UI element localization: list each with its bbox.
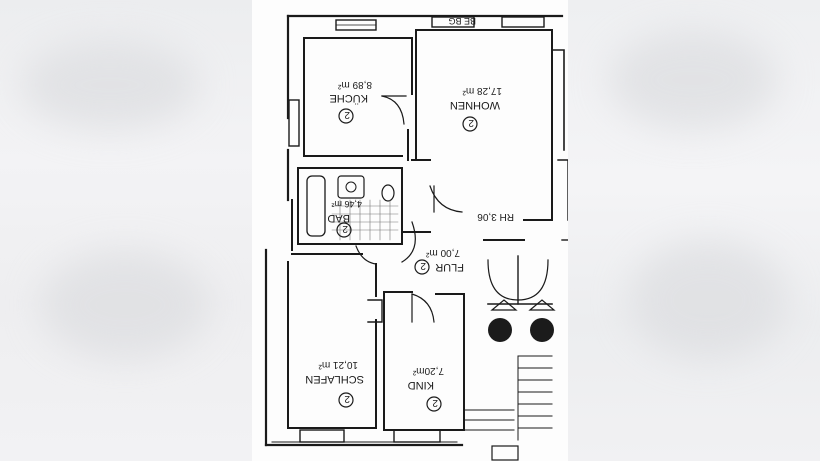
room-number-wohnen: 2: [468, 117, 474, 128]
floor-plan-drawing: WOHNEN 17,28 m² 2 KÜCHE 8,89 m² 2 BAD 4,…: [264, 14, 568, 461]
room-kind: KIND 7,20m² 2: [408, 365, 444, 412]
room-name-kind: KIND: [408, 379, 434, 391]
be-bg-label: BE BG: [448, 16, 476, 26]
room-number-kueche: 2: [344, 109, 350, 120]
room-area-bad: 4,46 m²: [331, 199, 362, 209]
room-flur: FLUR 7,00 m² 2: [414, 247, 464, 275]
room-number-schlafen: 2: [344, 393, 350, 404]
room-area-wohnen: 17,28 m²: [462, 85, 502, 96]
room-number-flur: 2: [420, 260, 426, 271]
room-area-flur: 7,00 m²: [425, 247, 460, 258]
room-name-flur: FLUR: [435, 261, 464, 273]
right-blur-background: [568, 0, 820, 461]
room-wohnen: WOHNEN 17,28 m² 2: [450, 85, 502, 132]
room-kueche: KÜCHE 8,89 m² 2: [329, 79, 372, 124]
room-schlafen: SCHLAFEN 10,21 m² 2: [305, 359, 364, 408]
floor-plan: WOHNEN 17,28 m² 2 KÜCHE 8,89 m² 2 BAD 4,…: [252, 0, 568, 461]
room-height-label: RH 3,06: [477, 211, 514, 222]
room-bad: BAD 4,46 m² 2: [327, 199, 362, 238]
room-name-kueche: KÜCHE: [329, 92, 368, 104]
room-number-bad: 2: [342, 223, 348, 234]
room-area-schlafen: 10,21 m²: [318, 359, 358, 370]
room-name-schlafen: SCHLAFEN: [305, 373, 364, 385]
room-area-kind: 7,20m²: [412, 365, 444, 376]
left-blur-background: [0, 0, 252, 461]
room-name-wohnen: WOHNEN: [450, 99, 500, 111]
room-area-kueche: 8,89 m²: [337, 79, 372, 90]
room-number-kind: 2: [432, 397, 438, 408]
room-name-bad: BAD: [327, 212, 350, 224]
